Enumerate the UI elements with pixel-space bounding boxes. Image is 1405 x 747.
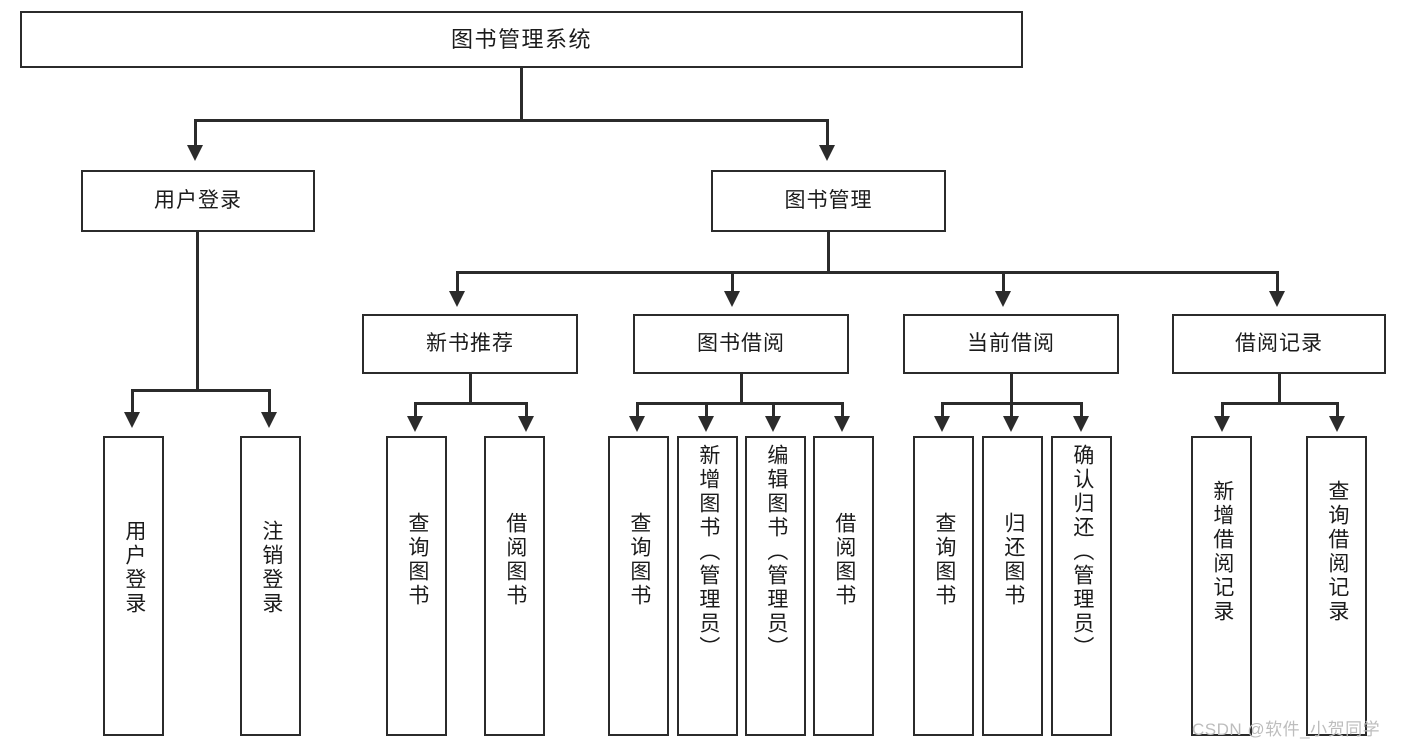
node-label: 查询图书 <box>932 512 956 608</box>
connector-root-to-book-manage <box>826 119 829 147</box>
leaf-borrow-record-query[interactable]: 查询借阅记录 <box>1306 436 1367 736</box>
node-label: 图书管理系统 <box>450 26 592 52</box>
arrowhead-current-borrow-leaf-3 <box>1073 416 1089 432</box>
arrowhead-root-to-user-login <box>187 145 203 161</box>
arrowhead-new-book-leaf-2 <box>518 416 534 432</box>
connector-book-manage-to-l3-1 <box>456 271 459 293</box>
arrowhead-user-login-leaf-2 <box>261 412 277 428</box>
node-label: 借阅图书 <box>832 512 856 608</box>
node-label: 查询借阅记录 <box>1325 480 1349 624</box>
connector-user-login-to-leaf-1 <box>131 389 134 414</box>
node-label: 新书推荐 <box>426 331 514 355</box>
node-book-borrow[interactable]: 图书借阅 <box>633 314 849 374</box>
node-current-borrow[interactable]: 当前借阅 <box>903 314 1119 374</box>
arrowhead-current-borrow-leaf-1 <box>934 416 950 432</box>
connector-current-borrow-leaf-1 <box>941 402 944 418</box>
leaf-borrow-record-add[interactable]: 新增借阅记录 <box>1191 436 1252 736</box>
node-label: 归还图书 <box>1001 512 1025 608</box>
node-label: 图书借阅 <box>697 331 785 355</box>
arrowhead-book-borrow-leaf-2 <box>698 416 714 432</box>
arrowhead-borrow-record-leaf-1 <box>1214 416 1230 432</box>
connector-borrow-record-leaf-1 <box>1221 402 1224 418</box>
leaf-book-borrow-query[interactable]: 查询图书 <box>608 436 669 736</box>
leaf-current-borrow-confirm[interactable]: 确认归还（管理员） <box>1051 436 1112 736</box>
leaf-new-book-borrow[interactable]: 借阅图书 <box>484 436 545 736</box>
leaf-book-borrow-add[interactable]: 新增图书（管理员） <box>677 436 738 736</box>
node-label: 查询图书 <box>627 512 651 608</box>
arrowhead-book-borrow-leaf-3 <box>765 416 781 432</box>
leaf-user-login-login[interactable]: 用户登录 <box>103 436 164 736</box>
arrowhead-l3-2 <box>724 291 740 307</box>
connector-book-manage-to-l3-2 <box>731 271 734 293</box>
node-borrow-record[interactable]: 借阅记录 <box>1172 314 1386 374</box>
node-label: 新增借阅记录 <box>1210 480 1234 624</box>
node-new-book-recommend[interactable]: 新书推荐 <box>362 314 578 374</box>
arrowhead-l3-3 <box>995 291 1011 307</box>
arrowhead-root-to-book-manage <box>819 145 835 161</box>
connector-new-book-leaf-1 <box>414 402 417 418</box>
leaf-new-book-query[interactable]: 查询图书 <box>386 436 447 736</box>
node-label: 用户登录 <box>154 188 242 212</box>
arrowhead-book-borrow-leaf-1 <box>629 416 645 432</box>
arrowhead-user-login-leaf-1 <box>124 412 140 428</box>
connector-book-manage-to-l3-3 <box>1002 271 1005 293</box>
connector-user-login-bus <box>131 389 271 392</box>
connector-current-borrow-leaf-2 <box>1010 402 1013 418</box>
leaf-current-borrow-return[interactable]: 归还图书 <box>982 436 1043 736</box>
arrowhead-book-borrow-leaf-4 <box>834 416 850 432</box>
connector-new-book-leaf-2 <box>525 402 528 418</box>
arrowhead-l3-1 <box>449 291 465 307</box>
connector-book-borrow-leaf-3 <box>772 402 775 418</box>
connector-book-borrow-leaf-1 <box>636 402 639 418</box>
connector-book-manage-stem <box>827 232 830 274</box>
node-label: 编辑图书（管理员） <box>764 444 788 660</box>
connector-borrow-record-bus <box>1221 402 1339 405</box>
connector-root-to-user-login <box>194 119 197 147</box>
connector-current-borrow-leaf-3 <box>1080 402 1083 418</box>
connector-book-manage-to-l3-4 <box>1276 271 1279 293</box>
arrowhead-current-borrow-leaf-2 <box>1003 416 1019 432</box>
arrowhead-l3-4 <box>1269 291 1285 307</box>
connector-new-book-stem <box>469 374 472 404</box>
connector-current-borrow-stem <box>1010 374 1013 404</box>
leaf-user-login-logout[interactable]: 注销登录 <box>240 436 301 736</box>
node-label: 借阅图书 <box>503 512 527 608</box>
node-label: 用户登录 <box>122 520 146 616</box>
node-label: 新增图书（管理员） <box>696 444 720 660</box>
leaf-book-borrow-edit[interactable]: 编辑图书（管理员） <box>745 436 806 736</box>
connector-book-borrow-leaf-4 <box>841 402 844 418</box>
connector-borrow-record-leaf-2 <box>1336 402 1339 418</box>
node-label: 借阅记录 <box>1235 331 1323 355</box>
connector-root-stem <box>520 68 523 120</box>
node-label: 确认归还（管理员） <box>1070 444 1094 660</box>
connector-root-bus <box>194 119 829 122</box>
node-label: 当前借阅 <box>967 331 1055 355</box>
arrowhead-new-book-leaf-1 <box>407 416 423 432</box>
connector-user-login-to-leaf-2 <box>268 389 271 414</box>
node-label: 图书管理 <box>784 188 873 212</box>
node-label: 查询图书 <box>405 512 429 608</box>
connector-book-borrow-stem <box>740 374 743 404</box>
arrowhead-borrow-record-leaf-2 <box>1329 416 1345 432</box>
connector-book-borrow-bus <box>636 402 844 405</box>
node-user-login[interactable]: 用户登录 <box>81 170 315 232</box>
connector-new-book-bus <box>414 402 528 405</box>
node-label: 注销登录 <box>259 520 283 616</box>
node-root-system[interactable]: 图书管理系统 <box>20 11 1023 68</box>
node-book-manage[interactable]: 图书管理 <box>711 170 946 232</box>
connector-user-login-stem <box>196 232 199 392</box>
connector-book-borrow-leaf-2 <box>705 402 708 418</box>
connector-book-manage-bus <box>456 271 1278 274</box>
connector-borrow-record-stem <box>1278 374 1281 404</box>
leaf-book-borrow-borrow[interactable]: 借阅图书 <box>813 436 874 736</box>
leaf-current-borrow-query[interactable]: 查询图书 <box>913 436 974 736</box>
